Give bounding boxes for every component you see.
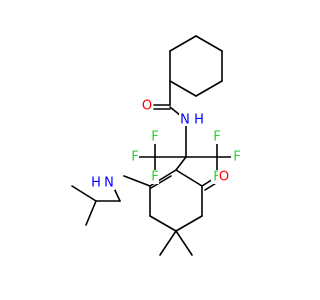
bond: [159, 230, 177, 256]
amide-nitrogen-hydrogen-label: H: [194, 113, 204, 128]
bond: [169, 80, 197, 97]
fluorine-label: F: [233, 150, 240, 165]
ketone-oxygen-label: O: [219, 170, 229, 185]
bond: [85, 200, 97, 226]
amine-nitrogen-label: N: [104, 176, 114, 191]
bond: [71, 185, 97, 202]
bond: [175, 156, 187, 171]
bond: [195, 80, 223, 97]
amide-oxygen-label: O: [142, 99, 152, 114]
fluorine-label: F: [213, 170, 220, 185]
bond: [175, 169, 203, 187]
bond: [169, 35, 197, 52]
bond: [149, 215, 177, 232]
amide-nitrogen-label: N: [180, 113, 190, 128]
bond: [175, 215, 203, 232]
bond: [175, 230, 193, 256]
bond: [123, 175, 151, 187]
fluorine-label: F: [151, 170, 158, 185]
bond: [150, 175, 172, 189]
atom-label-layer: O N H F F F F F F N H O: [91, 98, 241, 191]
fluorine-label: F: [213, 130, 220, 145]
fluorine-label: F: [151, 130, 158, 145]
bond-layer: [71, 35, 238, 256]
amine-nitrogen-hydrogen-label: H: [91, 176, 101, 191]
molecule-structure: O N H F F F F F F N H O: [71, 35, 241, 256]
bond: [195, 35, 223, 52]
fluorine-label: F: [131, 150, 138, 165]
